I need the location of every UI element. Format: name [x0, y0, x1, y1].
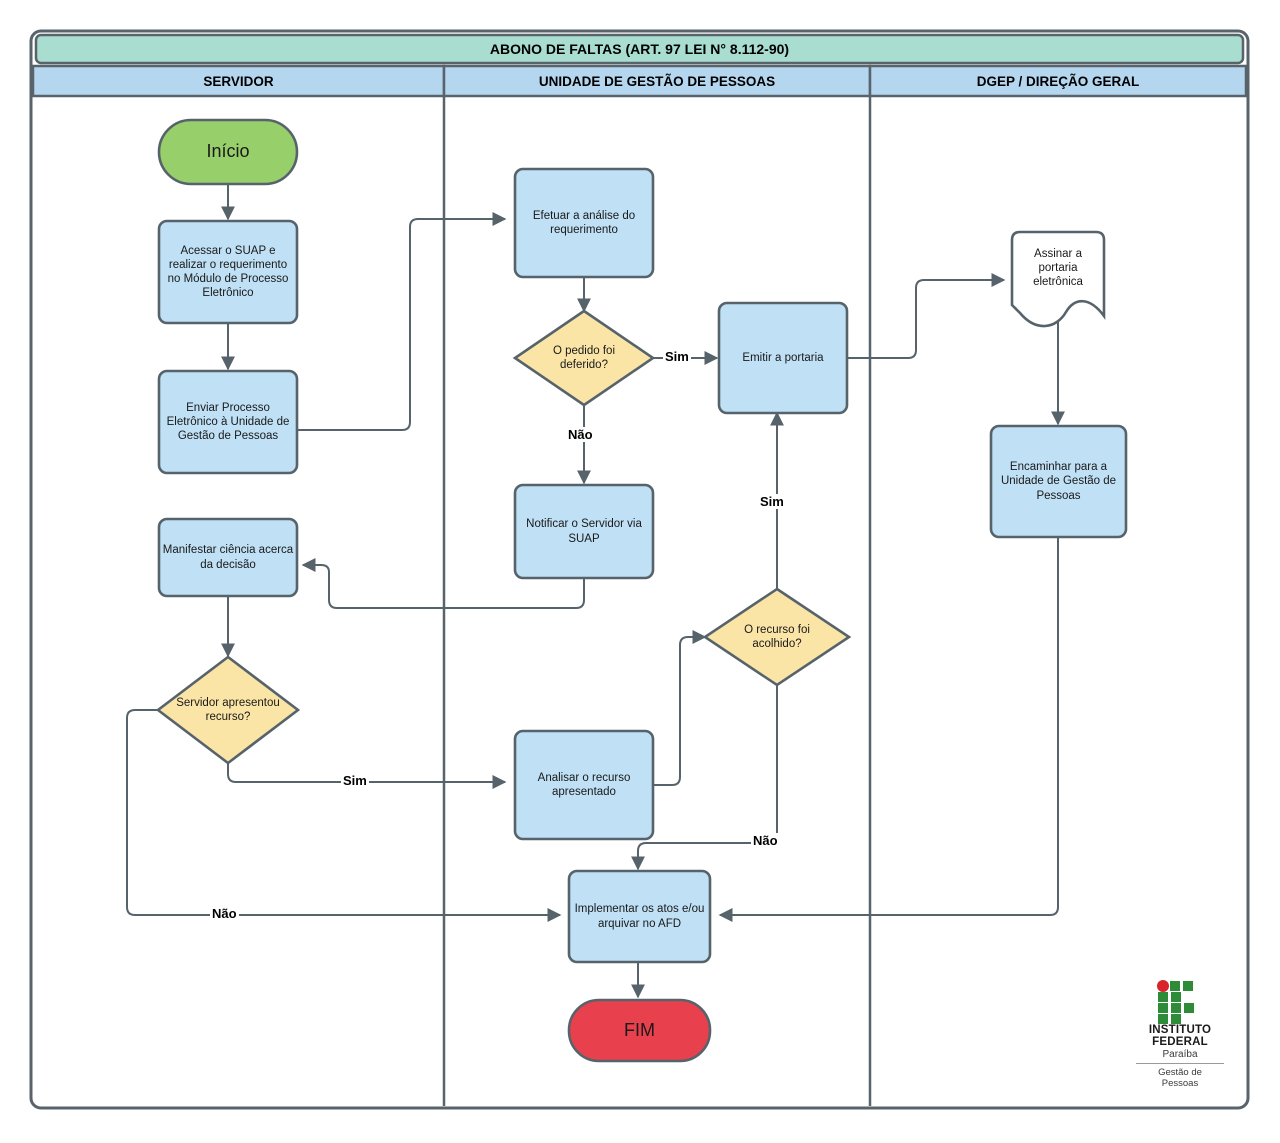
node-implementar-atos — [567, 869, 712, 964]
node-pedido-deferido — [512, 309, 656, 407]
ifpb-logo-line3: Paraíba — [1162, 1049, 1198, 1061]
edge-label-deferido-nao: Não — [566, 427, 595, 442]
node-encaminhar-ugp — [989, 424, 1128, 539]
edge-label-deferido-sim: Sim — [663, 349, 691, 364]
edge-label-recurso-nao: Não — [210, 906, 239, 921]
node-analisar-recurso — [513, 729, 655, 841]
node-emitir-portaria — [717, 301, 849, 415]
edge-analisar-acolhido — [653, 630, 707, 786]
connectors — [126, 184, 1065, 999]
ifpb-logo: INSTITUTO FEDERAL Paraíba Gestão de Pess… — [1120, 980, 1240, 1090]
node-servidor-recurso — [155, 655, 301, 765]
ifpb-logo-line1: INSTITUTO — [1148, 1024, 1212, 1036]
ifpb-logo-divider — [1136, 1063, 1224, 1065]
edge-label-acolhido-nao: Não — [751, 833, 780, 848]
edge-enviar-efetuar — [297, 212, 507, 431]
edge-label-acolhido-sim: Sim — [758, 494, 786, 509]
ifpb-logo-line4: Gestão de Pessoas — [1158, 1067, 1202, 1090]
node-efetuar-analise — [513, 167, 655, 279]
edge-label-recurso-sim: Sim — [341, 773, 369, 788]
lane-header-ugp: UNIDADE DE GESTÃO DE PESSOAS — [538, 73, 776, 89]
node-fim — [567, 998, 712, 1063]
edge-recurso-nao — [126, 709, 562, 922]
node-inicio — [157, 118, 299, 186]
ifpb-logo-line2: FEDERAL — [1152, 1036, 1208, 1049]
edge-encaminhar-implementar — [718, 537, 1059, 922]
node-recurso-acolhido — [702, 587, 852, 687]
node-acessar-suap — [157, 219, 299, 325]
node-enviar-processo — [157, 369, 299, 475]
node-notificar-servidor — [513, 483, 655, 580]
edge-notificar-manifestar — [301, 558, 585, 609]
edge-emitir-assinar — [847, 273, 1006, 359]
nodes — [155, 118, 1128, 1063]
diagram-title: ABONO DE FALTAS (ART. 97 LEI N° 8.112-90… — [489, 41, 790, 57]
ifpb-logo-mark — [1157, 980, 1203, 1024]
lane-header-servidor: SERVIDOR — [203, 73, 274, 89]
edge-recurso-sim — [227, 764, 507, 789]
node-assinar-portaria — [1010, 230, 1106, 328]
node-manifestar-ciencia — [157, 517, 299, 598]
lane-header-dgep: DGEP / DIREÇÃO GERAL — [976, 73, 1140, 89]
